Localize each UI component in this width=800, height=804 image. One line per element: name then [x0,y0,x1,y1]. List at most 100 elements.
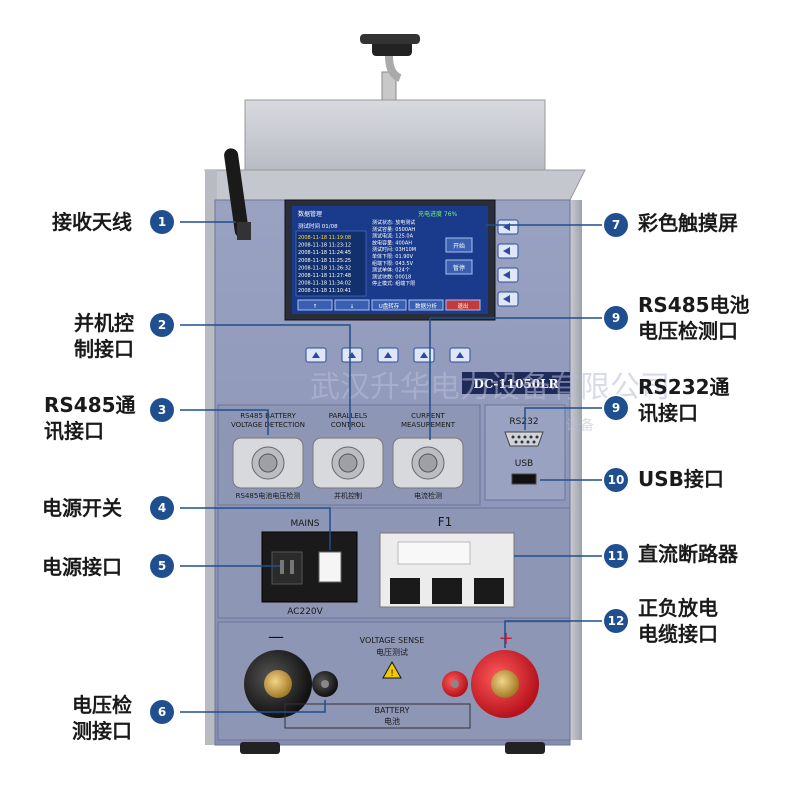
callout-number-badge: 9 [604,396,628,420]
port-label-cn: 电流检测 [414,491,442,500]
screen-header-right: 充电进度 76% [418,210,458,218]
callout-number-badge: 2 [150,313,174,337]
screen-side-button-label: 开始 [453,242,465,250]
up-arrow-icon [312,352,320,358]
screen-side-button-label: 暂停 [453,264,465,272]
callout-line [180,409,269,435]
screen-list-row[interactable]: 2008-11-18 11:27:48 [298,273,351,279]
f1-label: F1 [438,515,453,529]
left-arrow-icon [503,271,510,279]
screen-list-row[interactable]: 2008-11-18 11:26:32 [298,265,351,271]
up-arrow-icon [456,352,464,358]
screen-list-row[interactable]: 2008-11-18 11:34:02 [298,281,351,287]
screen-side-button[interactable] [445,259,473,275]
screen-list-header: 测试时间 01/08 [298,222,338,230]
screen-list-row[interactable]: 2008-11-18 11:10:41 [298,288,351,294]
screen-info-line: 测试容量: 0500AH [372,226,415,233]
screen-side-button[interactable] [445,237,473,253]
up-arrow-icon [420,352,428,358]
port-label-cn: RS485电池电压检测 [236,491,301,500]
callout-label: USB接口 [638,467,724,491]
foot-left [240,742,280,754]
callout-label: 电压检 测接口 [72,693,132,743]
rs232-label: RS232 [509,417,538,427]
callout-number-badge: 7 [604,213,628,237]
screen-info-line: 测试时间: 03H10M [372,246,416,253]
port-label-en: PARALLELS [329,412,368,420]
callout-label: 彩色触摸屏 [638,211,738,235]
callout-number-badge: 6 [150,700,174,724]
callout-label: 正负放电 电缆接口 [638,596,718,646]
screen-info-line: 单体下限: 01.90V [372,253,414,260]
screen-info-line: 测试状态: 放电测试 [372,219,415,226]
screen-bottom-button[interactable] [371,299,407,311]
port-label-en: CONTROL [331,421,365,429]
voltage-sense-label: VOLTAGE SENSE [360,636,425,645]
callout-line [180,700,326,713]
port-label-en: MEASUREMENT [401,421,456,429]
callout-line [504,620,612,648]
screen-bottom-button[interactable] [408,299,444,311]
model-plate [462,372,570,394]
callout-number-badge: 3 [150,398,174,422]
callout-label: 电源开关 [42,496,122,520]
screen-bottom-button[interactable] [297,299,333,311]
callout-number-badge: 10 [604,468,628,492]
screen-bottom-button-label: 退出 [457,302,468,310]
callout-line [180,324,351,430]
callout-line [524,407,612,430]
callout-label: 电源接口 [42,555,122,579]
callout-label: 接收天线 [52,210,132,234]
battery-label: BATTERY [375,706,410,715]
screen-info-line: 停止模式: 组端下限 [372,280,415,287]
positive-sign: + [498,628,513,649]
screen-info-line: 测试单体: 024个 [372,267,410,274]
callout-number-badge: 12 [604,609,628,633]
callout-label: RS232通 讯接口 [638,375,730,425]
callout-number-badge: 11 [604,544,628,568]
up-arrow-icon [384,352,392,358]
screen-list-row[interactable]: 2008-11-18 11:19:08 [298,235,351,241]
left-arrow-icon [503,247,510,255]
screen-info-line: 测试电流: 125.0A [372,233,414,240]
usb-label: USB [515,459,533,469]
screen-bottom-button-label: ↓ [350,303,355,310]
antenna [224,148,251,240]
callout-label: RS485通 讯接口 [44,393,136,443]
mains-label: MAINS [290,519,319,529]
callout-number-badge: 4 [150,496,174,520]
screen-bottom-button-label: U盘转存 [379,302,400,310]
callout-label: RS485电池 电压检测口 [638,293,750,343]
rs232-port[interactable] [504,431,544,447]
port-label-cn: 并机控制 [334,491,362,500]
power-inlet[interactable] [271,551,303,585]
callout-line [180,507,331,550]
negative-sign: — [268,627,284,646]
callout-label: 并机控 制接口 [74,311,134,361]
top-cover [244,99,546,171]
callout-number-badge: 5 [150,554,174,578]
screen-bottom-button[interactable] [334,299,370,311]
usb-port[interactable] [511,473,537,485]
model-label: DC-11050LR [473,377,559,391]
screen-info-line: 放电容量: 400AH [372,239,412,246]
screen-list-row[interactable]: 2008-11-18 11:24:45 [298,250,351,256]
power-switch[interactable] [318,551,342,583]
svg-text:!: ! [390,669,394,679]
screen-header-left: 数据管理 [298,210,322,218]
callout-label: 直流断路器 [638,542,738,566]
screen-list-row[interactable]: 2008-11-18 11:23:12 [298,243,351,249]
screen-info-line: 测试块数: 00018 [372,273,411,280]
callout-number-badge: 9 [604,306,628,330]
callout-line [429,317,612,440]
screen-bottom-button-label: 数据分析 [415,302,438,310]
voltage-sense-cn-label: 电压测试 [376,647,408,657]
screen-bottom-button-label: ↑ [313,303,318,310]
ac-label: AC220V [287,607,323,617]
screen-list-row[interactable]: 2008-11-18 11:25:25 [298,258,351,264]
warning-icon [382,660,402,679]
left-arrow-icon [503,295,510,303]
screen-bottom-button[interactable] [445,299,481,311]
